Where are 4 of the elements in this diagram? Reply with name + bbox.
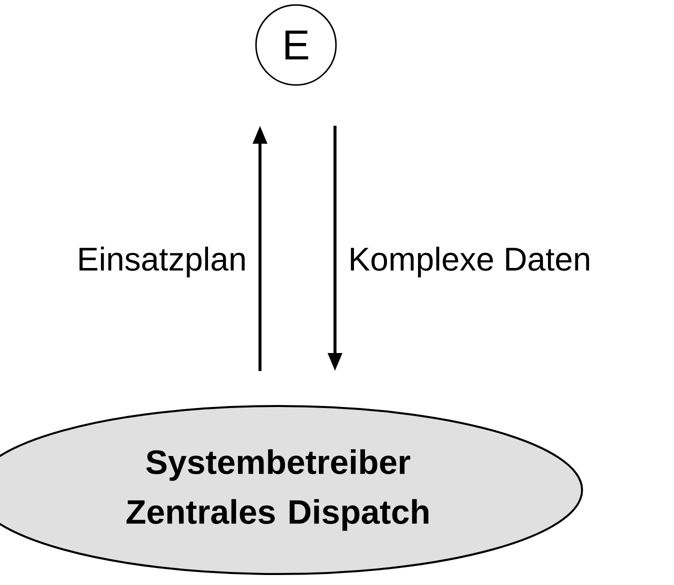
- edge-label: Komplexe Daten: [350, 246, 590, 278]
- ellipse-node: Systembetreiber Zentrales Dispatch: [0, 405, 584, 575]
- circle-node: E: [255, 4, 337, 86]
- edge-label: Einsatzplan: [80, 246, 245, 278]
